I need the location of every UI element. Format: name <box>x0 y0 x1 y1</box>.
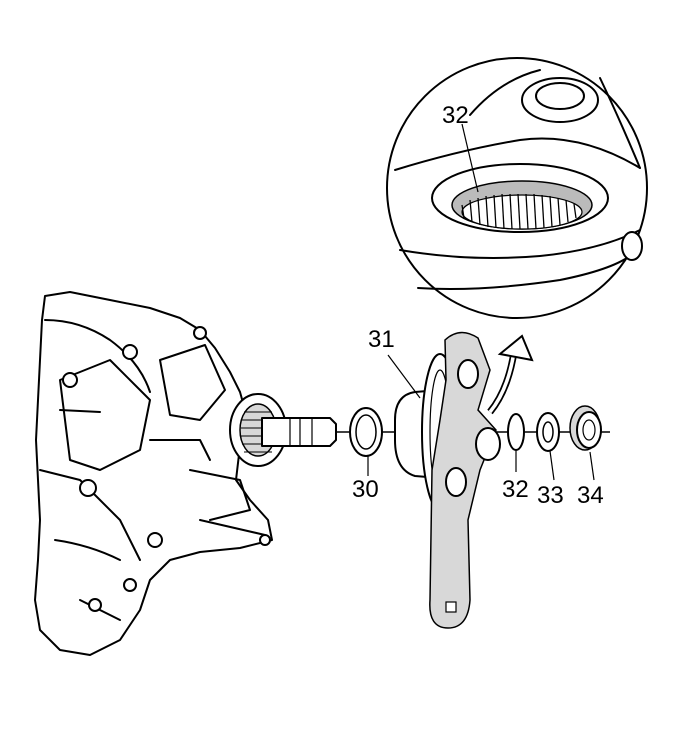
leader-33 <box>549 450 555 481</box>
callout-30: 30 <box>352 476 379 503</box>
leader-32-detail <box>461 123 479 193</box>
callout-34: 34 <box>577 482 604 509</box>
part-32-thin-ring <box>507 413 525 451</box>
leader-31 <box>387 354 421 399</box>
needle-bearing-detail <box>431 163 609 233</box>
transmission-housing <box>34 291 337 656</box>
callout-31: 31 <box>368 326 395 353</box>
callout-32-detail: 32 <box>442 102 469 129</box>
part-34-nut <box>569 405 602 451</box>
callout-32: 32 <box>502 476 529 503</box>
holding-tool <box>429 331 501 629</box>
part-33-washer <box>536 412 560 452</box>
leader-34 <box>589 451 595 481</box>
callout-33: 33 <box>537 482 564 509</box>
detail-arrow <box>487 334 534 415</box>
part-30-snap-ring <box>349 407 383 457</box>
detail-view-circle <box>386 57 648 319</box>
